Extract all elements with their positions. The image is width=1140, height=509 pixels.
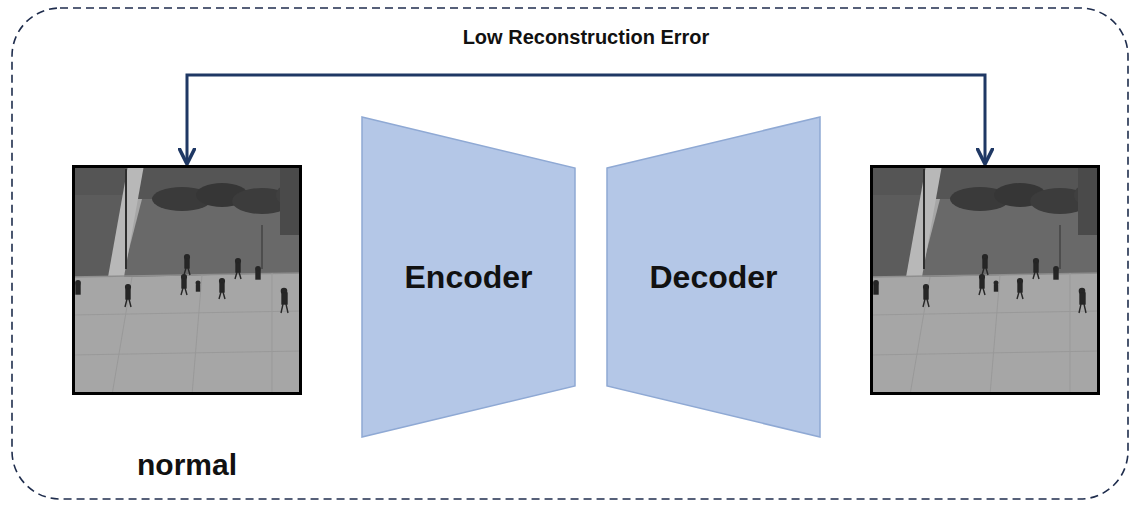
trapezoid-shape <box>362 117 575 437</box>
connector-arrow <box>187 75 985 164</box>
trapezoid-block: Decoder <box>607 117 820 437</box>
image-frame: normal <box>72 165 302 395</box>
trapezoid-block: Encoder <box>362 117 575 437</box>
block-label: Encoder <box>404 259 532 296</box>
scene-image <box>72 165 302 395</box>
caption-holder: normal <box>15 448 359 483</box>
scene-image <box>870 165 1100 395</box>
scene-image <box>870 165 1100 395</box>
edge-label: Low Reconstruction Error <box>457 26 716 49</box>
text-holder: Decoder <box>607 117 820 437</box>
block-label: Decoder <box>649 259 777 296</box>
image-frame <box>870 165 1100 395</box>
scene-image <box>72 165 302 395</box>
dashed-frame <box>12 8 1128 499</box>
text-holder: Encoder <box>362 117 575 437</box>
trapezoid-shape <box>607 117 820 437</box>
image-caption: normal <box>15 448 359 483</box>
